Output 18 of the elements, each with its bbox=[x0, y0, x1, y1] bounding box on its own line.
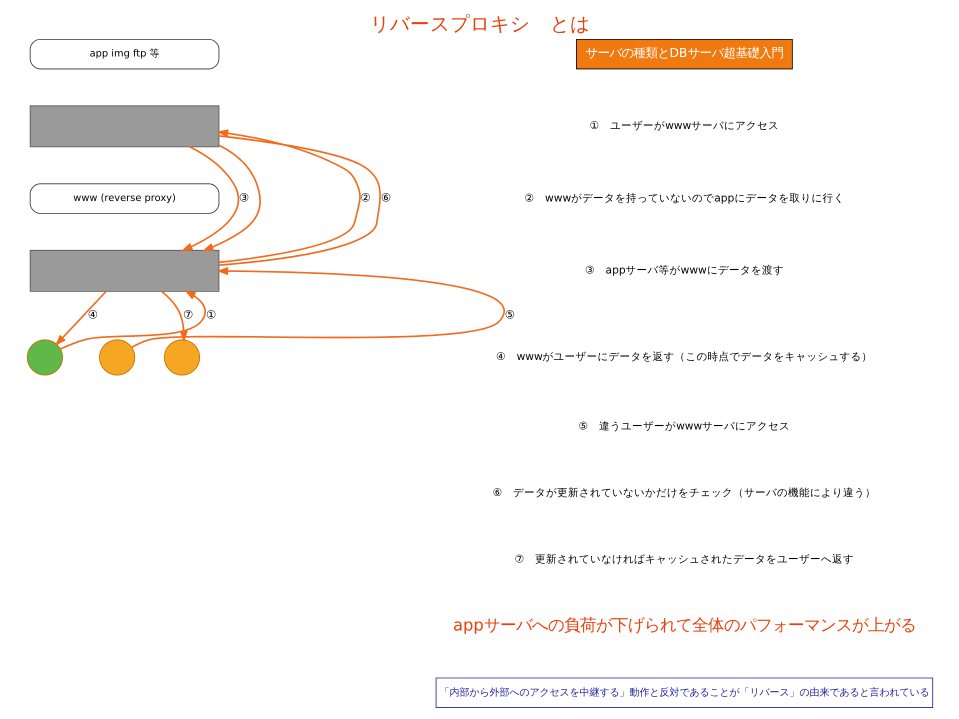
label: ④ wwwがユーザーにデータを返す（この時点でデータをキャッシュする） bbox=[496, 350, 872, 364]
label: サーバの種類とDBサーバ超基礎入門 bbox=[584, 46, 783, 60]
label: ⑦ 更新されていなければキャッシュされたデータをユーザーへ返す bbox=[514, 552, 854, 566]
label: ① ユーザーがwwwサーバにアクセス bbox=[589, 119, 779, 132]
label: 「内部から外部へのアクセスを中継する」動作と反対であることが「リバース」の由来であると言われている bbox=[438, 687, 929, 698]
label: appサーバへの負荷が下げられて全体のパフォーマンスが上がる bbox=[452, 615, 916, 634]
label: ③ appサーバ等がwwwにデータを渡す bbox=[584, 264, 784, 277]
diagram-title: リバースプロキシ とは bbox=[370, 12, 590, 36]
edge-label: ⑥ bbox=[380, 190, 391, 205]
label: ⑥ データが更新されていないかだけをチェック（サーバの機能により違う） bbox=[492, 486, 876, 500]
edge-label: ② bbox=[360, 190, 370, 205]
edge-label: ⑤ bbox=[504, 308, 515, 322]
edge-label: ③ bbox=[238, 190, 249, 205]
label: ⑤ 違うユーザーがwwwサーバにアクセス bbox=[578, 420, 790, 433]
edge-label: ⑦ bbox=[182, 308, 193, 322]
label: ② wwwがデータを持っていないのでappにデータを取りに行く bbox=[524, 191, 844, 204]
edge-label: ④ bbox=[87, 308, 98, 322]
edge-label: ① bbox=[206, 308, 216, 322]
